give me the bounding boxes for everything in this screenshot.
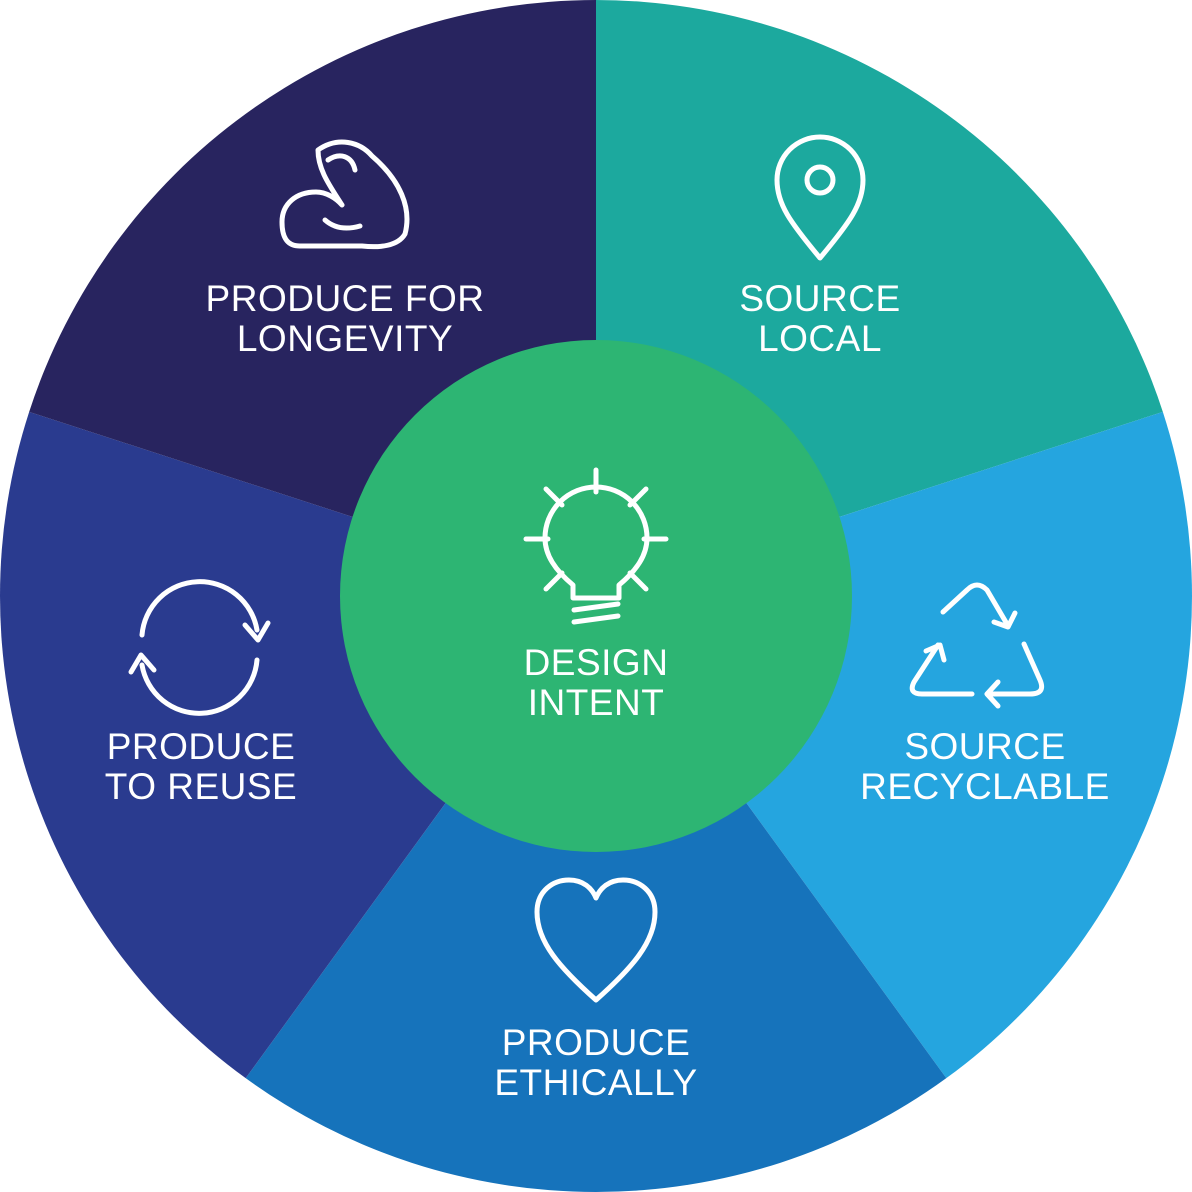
center-label-line2: INTENT xyxy=(528,682,665,723)
center-label-line1: DESIGN xyxy=(524,642,669,683)
source-local-label-line2: LOCAL xyxy=(758,318,882,359)
produce-for-longevity-label-line1: PRODUCE FOR xyxy=(206,278,485,319)
produce-for-longevity-label-line2: LONGEVITY xyxy=(237,318,453,359)
source-local-label-line1: SOURCE xyxy=(739,278,900,319)
lightbulb-icon xyxy=(523,467,669,625)
source-recyclable-label-line2: RECYCLABLE xyxy=(860,766,1110,807)
cycle-arrows-icon xyxy=(128,579,271,716)
produce-ethically-label-line1: PRODUCE xyxy=(502,1022,691,1063)
map-pin-icon xyxy=(774,134,866,261)
produce-to-reuse-label-line1: PRODUCE xyxy=(107,726,296,767)
produce-ethically-label-line2: ETHICALLY xyxy=(494,1062,697,1103)
heart-icon xyxy=(534,877,658,1003)
produce-to-reuse-label-line2: TO REUSE xyxy=(105,766,297,807)
recycle-icon xyxy=(909,582,1045,709)
source-recyclable-label-line1: SOURCE xyxy=(904,726,1065,767)
flexed-arm-icon xyxy=(279,139,410,250)
